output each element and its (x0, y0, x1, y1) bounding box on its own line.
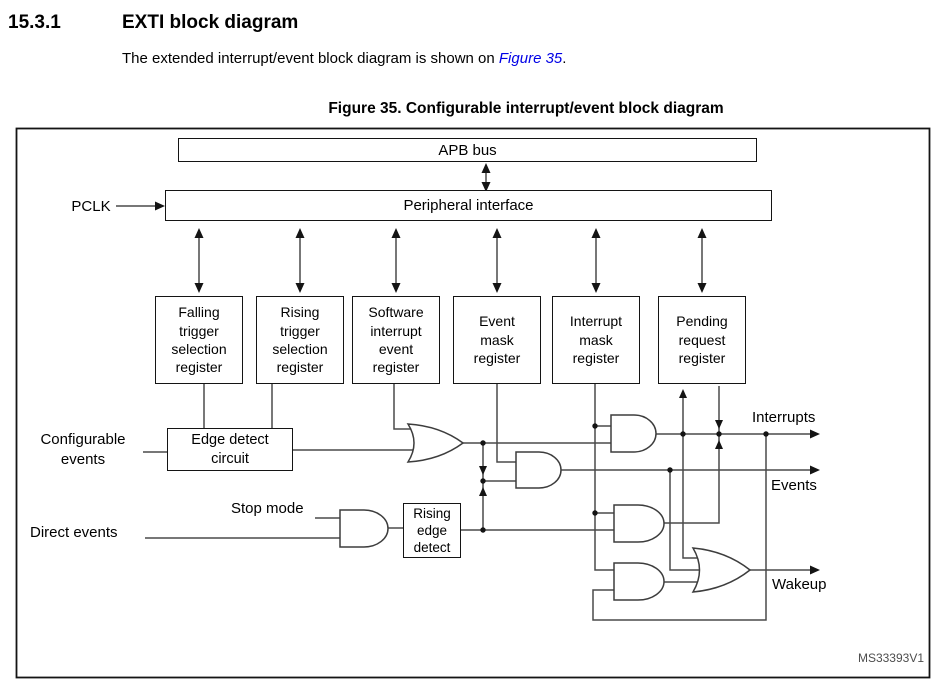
intro-text: The extended interrupt/event block diagr… (122, 50, 499, 67)
peripheral-interface-block: Peripheral interface (165, 190, 772, 221)
arrowheads (155, 163, 820, 575)
event-mask-register-block: Event mask register (453, 296, 541, 384)
software-interrupt-event-register-block: Software interrupt event register (352, 296, 440, 384)
wire-merge-vertical (482, 443, 516, 530)
intro-paragraph: The extended interrupt/event block diagr… (122, 50, 566, 67)
arrow-events (810, 465, 820, 475)
arrow-apb-down (481, 182, 491, 192)
rising-trigger-selection-register-block: Rising trigger selection register (256, 296, 344, 384)
wire-emr-to-and (496, 384, 516, 463)
figure-35-link[interactable]: Figure 35 (498, 50, 563, 67)
edge-detect-circuit-block: Edge detect circuit (167, 428, 293, 471)
figure-watermark: MS33393V1 (857, 651, 924, 665)
direct-events-label: Direct events (30, 524, 118, 541)
section-number: 15.3.1 (8, 12, 61, 33)
or-gate-wakeup (691, 547, 752, 593)
pclk-label: PCLK (71, 198, 111, 215)
interrupt-mask-register-block: Interrupt mask register (552, 296, 640, 384)
intro-period: . (562, 50, 567, 67)
arrow-and3-up (715, 440, 723, 449)
arrow-into-pending (679, 389, 687, 398)
arrow-apb-up (481, 163, 491, 173)
arrow-interrupts (810, 429, 820, 439)
pending-request-register-block: Pending request register (658, 296, 746, 384)
events-label: Events (771, 477, 817, 494)
interrupts-label: Interrupts (752, 409, 816, 426)
wire-to-pending-and-wakeup (682, 393, 715, 559)
arrow-merge-up (479, 487, 487, 496)
gates (339, 414, 752, 601)
wire-and3-out (664, 434, 720, 524)
or-gate-configurable (406, 423, 465, 463)
wire-imr-down (594, 384, 614, 571)
arrow-merge-down (479, 466, 487, 475)
configurable-events-label: Configurable events (40, 431, 126, 469)
figure-caption: Figure 35. Configurable interrupt/event … (328, 100, 724, 117)
and-gate-event-mask (515, 451, 562, 489)
wire-bus-arrows (198, 234, 703, 287)
wire-swier-to-or (393, 384, 424, 430)
and-gate-direct-interrupt (613, 504, 665, 543)
and-gate-wakeup-mask (613, 562, 665, 601)
wire-feedback-loop (592, 434, 767, 621)
and-gate-interrupt-mask (610, 414, 657, 453)
apb-bus-block: APB bus (178, 138, 757, 162)
section-title: EXTI block diagram (122, 12, 299, 33)
arrow-wakeup (810, 565, 820, 575)
stop-mode-label: Stop mode (231, 500, 304, 517)
wakeup-label: Wakeup (772, 576, 827, 593)
arrow-pending-down (715, 420, 723, 429)
falling-trigger-selection-register-block: Falling trigger selection register (155, 296, 243, 384)
rising-edge-detect-block: Rising edge detect (403, 503, 461, 558)
arrow-pclk (155, 201, 165, 211)
and-gate-stop-mode (339, 509, 389, 548)
figure-border (15, 127, 931, 679)
junction-dots (480, 423, 769, 533)
